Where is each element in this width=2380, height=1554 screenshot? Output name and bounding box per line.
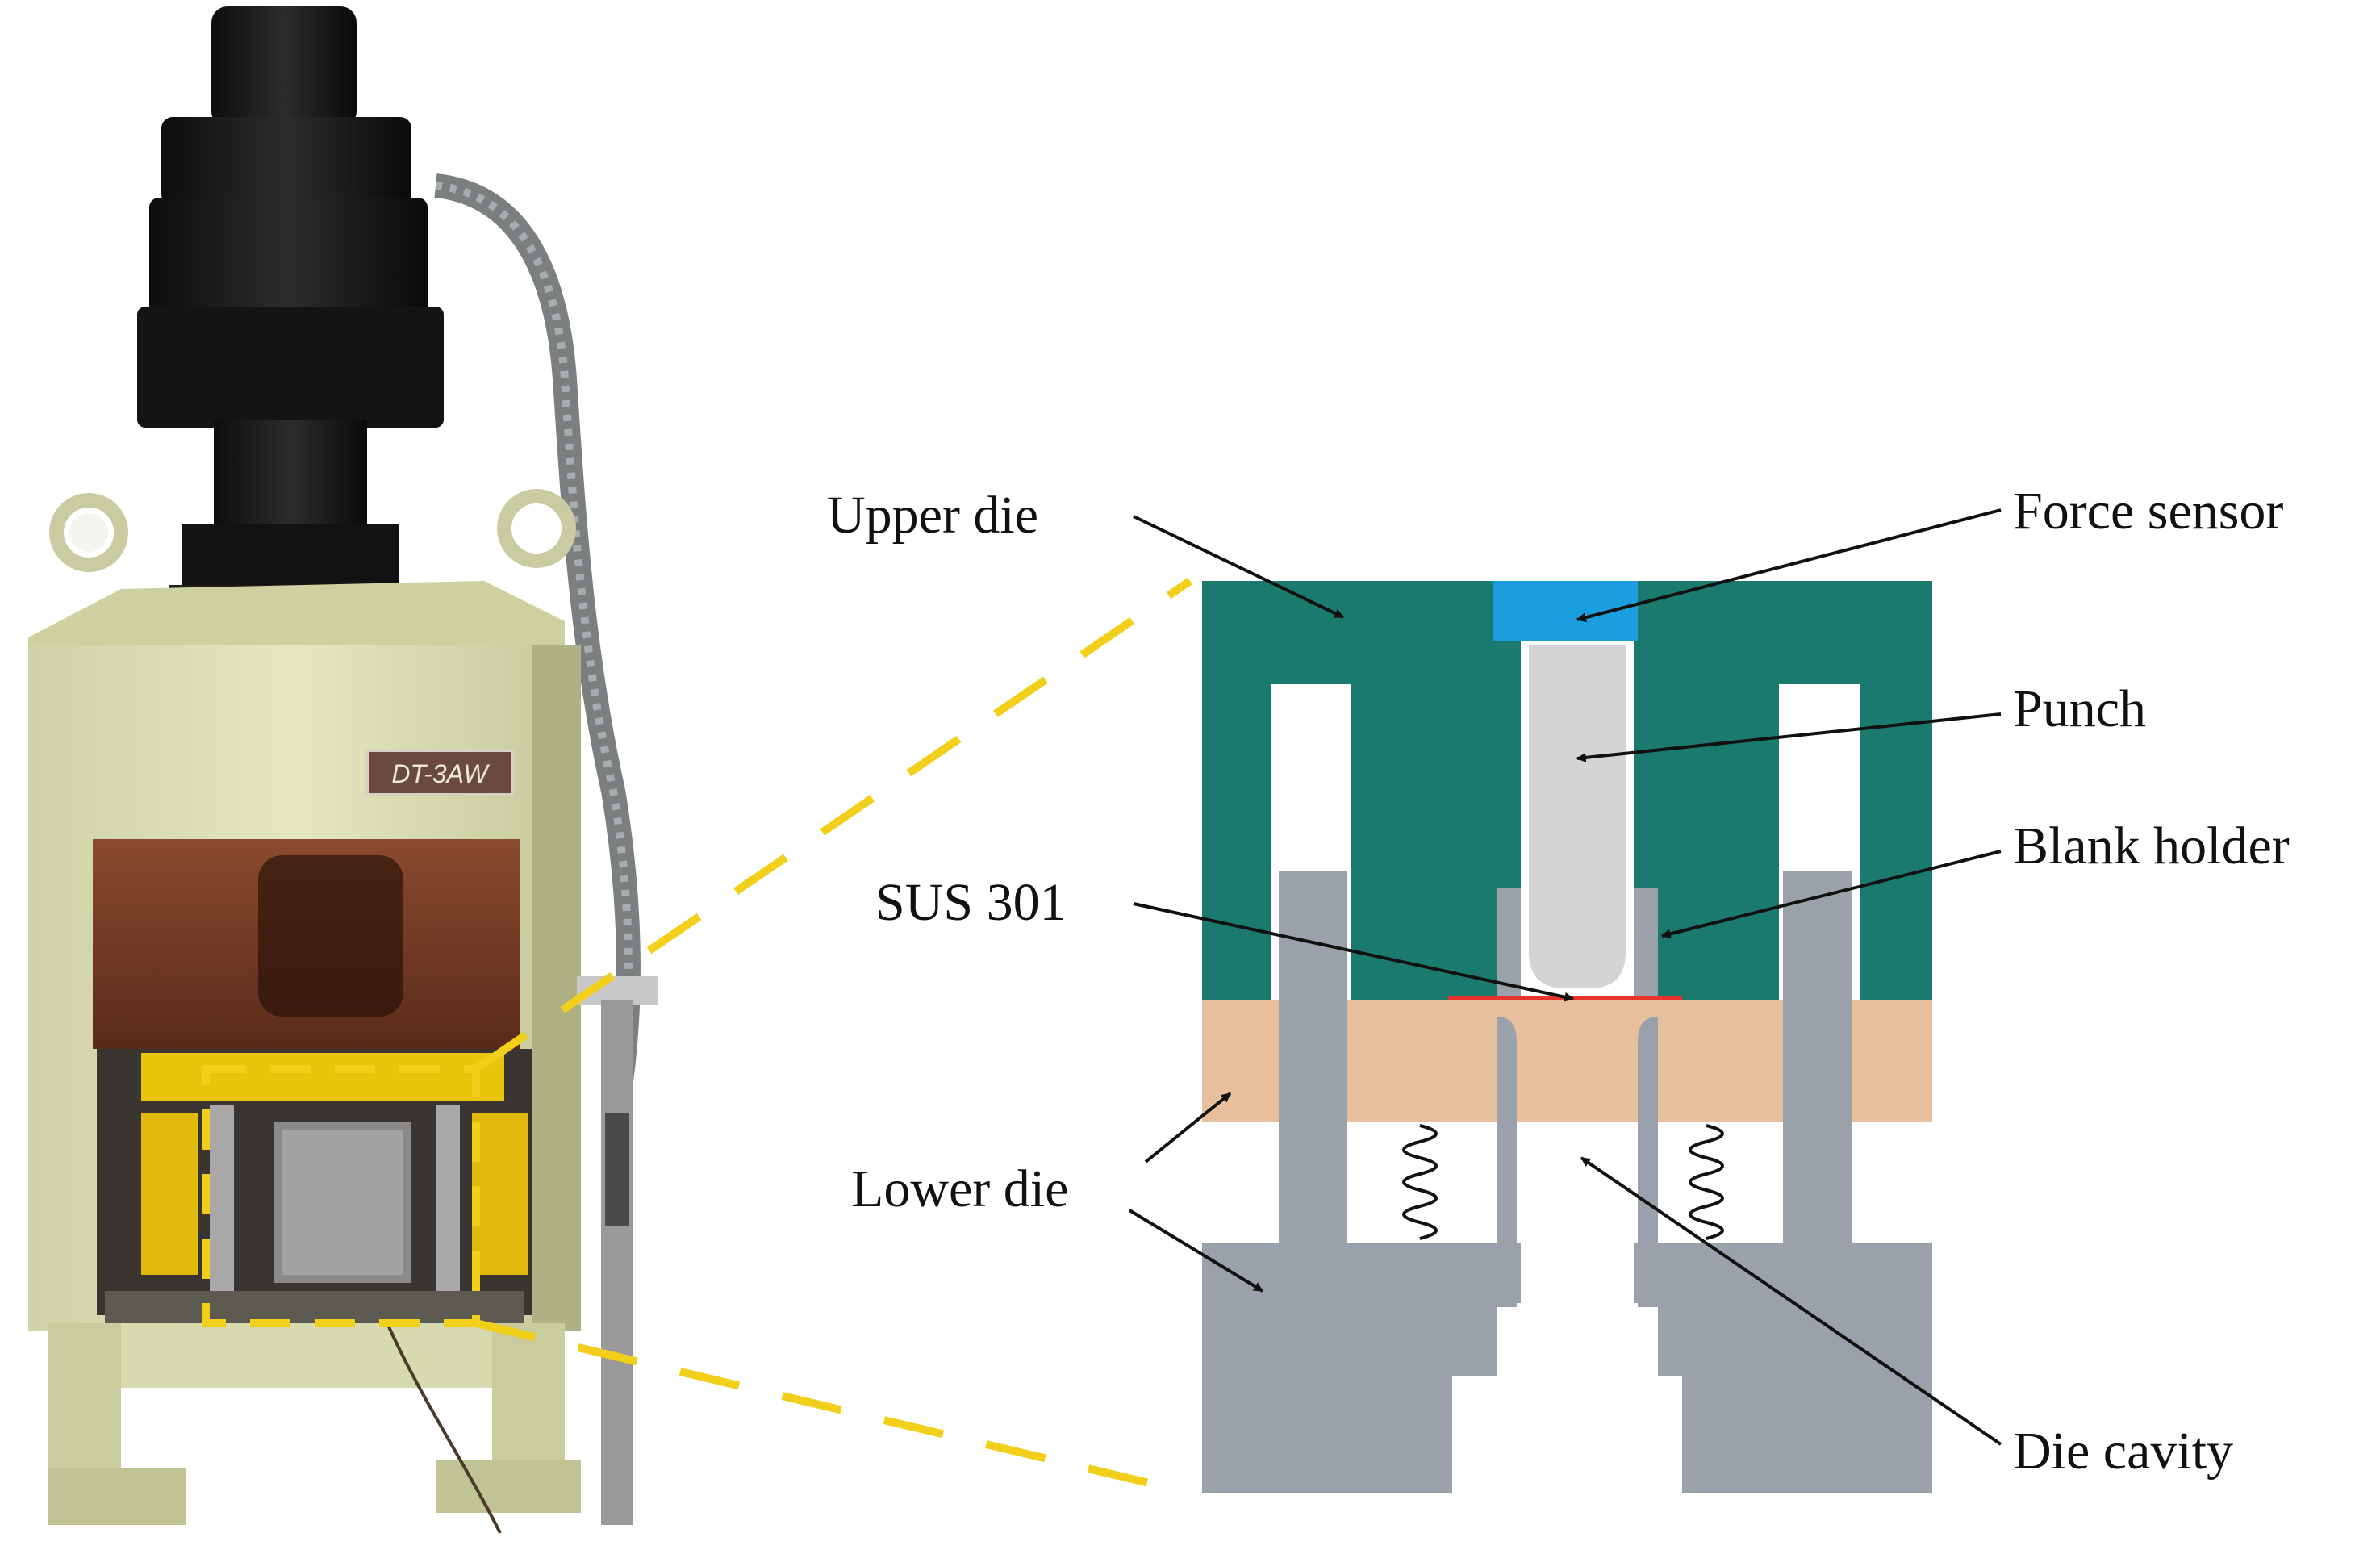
label-punch: Punch <box>2013 679 2146 738</box>
arrow-sus301 <box>1133 902 1575 1002</box>
zoom-line-top <box>474 577 1192 1073</box>
label-sus301: SUS 301 <box>875 873 1067 932</box>
arrow-force-sensor <box>1576 508 2002 623</box>
spring-right <box>1689 1124 1724 1240</box>
lower-die-base-left <box>1202 1243 1521 1493</box>
press-machine-photo: DT-3AW <box>28 6 658 1534</box>
yellow-die-set <box>141 1053 504 1101</box>
arrow-die-cavity <box>1580 1156 2002 1446</box>
label-lower-die: Lower die <box>851 1159 1068 1218</box>
lower-die-base-right <box>1634 1243 1932 1493</box>
eye-bolt-left <box>49 493 128 572</box>
eye-bolt-right <box>497 489 576 568</box>
arrow-blank-holder <box>1660 850 2002 939</box>
spring-left <box>1402 1124 1438 1240</box>
blank-holder <box>1497 888 1521 1000</box>
arrow-upper-die <box>1133 515 1345 619</box>
nameplate <box>365 749 514 796</box>
lower-die-column-right <box>1783 871 1852 1243</box>
die-schematic <box>1202 581 1932 1493</box>
label-upper-die: Upper die <box>827 486 1038 545</box>
zoom-line-bottom <box>474 1319 1192 1497</box>
label-blank-holder: Blank holder <box>2013 817 2290 875</box>
nameplate-text: DT-3AW <box>391 759 490 788</box>
label-die-cavity: Die cavity <box>2013 1422 2233 1481</box>
servo-motor <box>137 6 444 617</box>
arrow-lower-die-1 <box>1144 1092 1232 1163</box>
arrow-punch <box>1576 712 2002 762</box>
punch <box>1529 645 1626 988</box>
annotations: Upper die Force sensor Punch Blank holde… <box>827 482 2290 1481</box>
lower-die-column-left <box>1279 871 1347 1243</box>
arrow-lower-die-2 <box>1128 1209 1264 1293</box>
label-force-sensor: Force sensor <box>2013 482 2283 541</box>
